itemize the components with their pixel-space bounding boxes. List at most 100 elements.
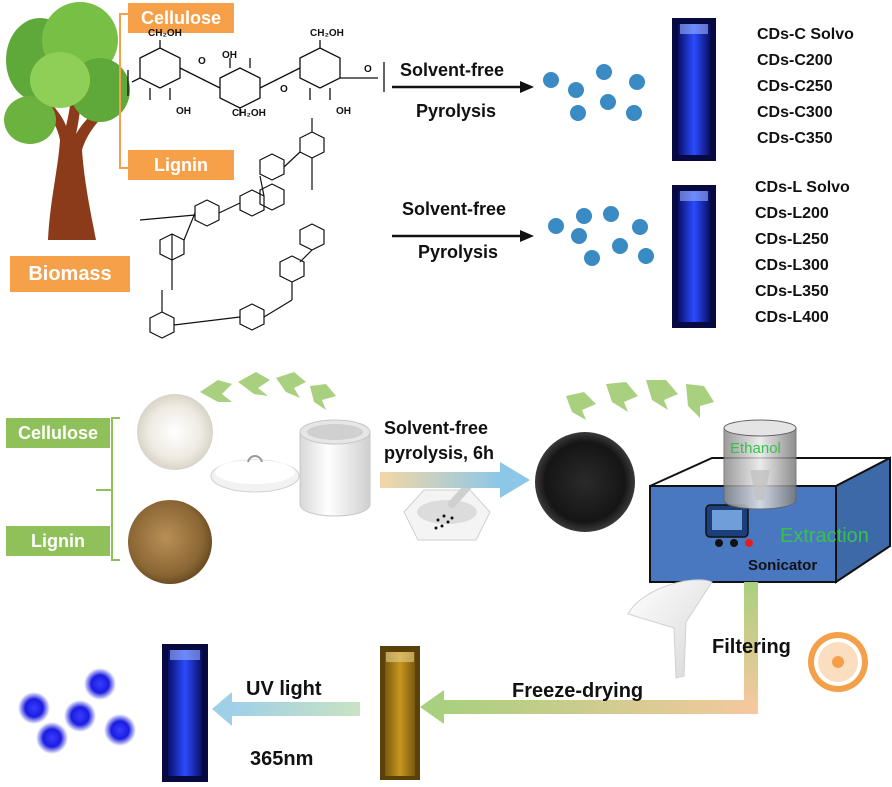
- formula-oh: OH: [336, 106, 351, 117]
- cd-dot: [596, 64, 612, 80]
- extraction-label: Extraction: [780, 525, 869, 547]
- cds-l-item: CDs-L200: [755, 205, 829, 222]
- cds-l-item: CDs-L Solvo: [755, 179, 850, 196]
- bottom-lignin-label: Lignin: [6, 526, 110, 556]
- carbonized-powder: [535, 432, 635, 532]
- cd-dot: [603, 206, 619, 222]
- cd-dot: [570, 105, 586, 121]
- cd-dot: [571, 228, 587, 244]
- chevron-icon: [646, 380, 678, 410]
- tree-foliage: [30, 52, 90, 108]
- cellulose-arrow-head: [520, 81, 534, 93]
- uv-light-label: UV light: [246, 678, 322, 700]
- formula-o: O: [280, 84, 288, 95]
- biomass-label: Biomass: [10, 256, 130, 292]
- funnel: [627, 579, 713, 679]
- cellulose-powder: [137, 394, 213, 470]
- chevron-icon: [606, 382, 638, 412]
- uv-arrow-body: [232, 702, 360, 716]
- tree-foliage: [4, 96, 56, 144]
- cd-dot: [638, 248, 654, 264]
- lignin-label: Lignin: [128, 150, 234, 180]
- cellulose-process-line2: Pyrolysis: [416, 101, 497, 121]
- mortar-and-pestle: [403, 480, 491, 541]
- crucible: [299, 419, 371, 517]
- cd-dot: [612, 238, 628, 254]
- filter-paper: [808, 632, 868, 692]
- cds-c-dots: [543, 64, 645, 121]
- cd-dot: [548, 218, 564, 234]
- cd-dot: [600, 94, 616, 110]
- chevron-icon: [566, 392, 596, 420]
- glowing-dot: [18, 692, 50, 724]
- wavelength-label: 365nm: [250, 748, 314, 770]
- freeze-drying-label: Freeze-drying: [512, 680, 644, 702]
- flow-pipe-horizontal: [444, 700, 758, 714]
- lignin-powder: [128, 500, 212, 584]
- glowing-cd-dots: [18, 668, 136, 754]
- cds-l-dots: [548, 206, 654, 266]
- sonicator-label: Sonicator: [748, 557, 818, 574]
- sonicator-knob: [745, 539, 753, 547]
- cds-c-item: CDs-C200: [757, 52, 833, 69]
- cds-l-item: CDs-L300: [755, 257, 829, 274]
- sonicator-knob: [730, 539, 738, 547]
- cd-dot: [632, 219, 648, 235]
- amber-vial: [380, 646, 420, 780]
- sonicator-knob: [715, 539, 723, 547]
- cds-c-item: CDs-C250: [757, 78, 833, 95]
- cd-dot: [576, 208, 592, 224]
- lignin-process-line1: Solvent-free: [402, 199, 507, 219]
- formula-ch2oh: CH₂OH: [148, 28, 182, 39]
- cellulose-label: Cellulose: [128, 3, 234, 33]
- flow-pipe-vertical: [744, 582, 758, 708]
- formula-ch2oh: CH₂OH: [232, 108, 266, 119]
- cellulose-structure: [127, 40, 385, 116]
- formula-ch2oh: CH₂OH: [310, 28, 344, 39]
- cds-c-item: CDs-C Solvo: [757, 26, 854, 43]
- cd-dot: [584, 250, 600, 266]
- chevron-icon: [200, 380, 232, 402]
- glowing-dot: [36, 722, 68, 754]
- cd-dot: [543, 72, 559, 88]
- lignin-arrow-head: [520, 230, 534, 242]
- glowing-dot: [104, 714, 136, 746]
- formula-o: O: [364, 64, 372, 75]
- cds-c-item: CDs-C350: [757, 130, 833, 147]
- formula-oh: OH: [222, 50, 237, 61]
- ethanol-label: Ethanol: [730, 440, 781, 457]
- lignin-structure: [139, 118, 325, 339]
- cd-dot: [626, 105, 642, 121]
- cd-dot: [629, 74, 645, 90]
- uv-arrow-head: [212, 692, 232, 726]
- tree-illustration: [4, 2, 130, 240]
- crucible-lid: [210, 455, 300, 493]
- flow-arrow-head: [420, 690, 444, 724]
- chevron-icon: [276, 372, 306, 398]
- pyrolysis-label-line1: Solvent-free: [384, 418, 489, 438]
- cd-dot: [568, 82, 584, 98]
- lignin-process-line2: Pyrolysis: [418, 242, 499, 262]
- sonicator-tank: [649, 456, 891, 584]
- cds-c-list: CDs-C Solvo CDs-C200 CDs-C250 CDs-C300 C…: [757, 22, 854, 152]
- chevron-arrows-left: [200, 372, 336, 410]
- cuvette-c: [672, 18, 716, 161]
- glowing-dot: [84, 668, 116, 700]
- bottom-bracket-right: [111, 417, 120, 561]
- glowing-dot: [64, 700, 96, 732]
- filtering-label: Filtering: [712, 636, 791, 658]
- pyrolysis-arrow-head: [500, 462, 530, 498]
- cds-l-item: CDs-L250: [755, 231, 829, 248]
- cellulose-process-line1: Solvent-free: [400, 60, 505, 80]
- chevron-icon: [686, 384, 714, 418]
- chevron-arrows-right: [566, 380, 714, 420]
- chevron-icon: [310, 384, 336, 410]
- cuvette-l: [672, 185, 716, 328]
- pyrolysis-arrow-body: [380, 472, 500, 488]
- formula-oh: OH: [176, 106, 191, 117]
- cds-l-list: CDs-L Solvo CDs-L200 CDs-L250 CDs-L300 C…: [755, 175, 850, 331]
- uv-cuvette: [162, 644, 208, 782]
- pyrolysis-label-line2: pyrolysis, 6h: [384, 443, 495, 463]
